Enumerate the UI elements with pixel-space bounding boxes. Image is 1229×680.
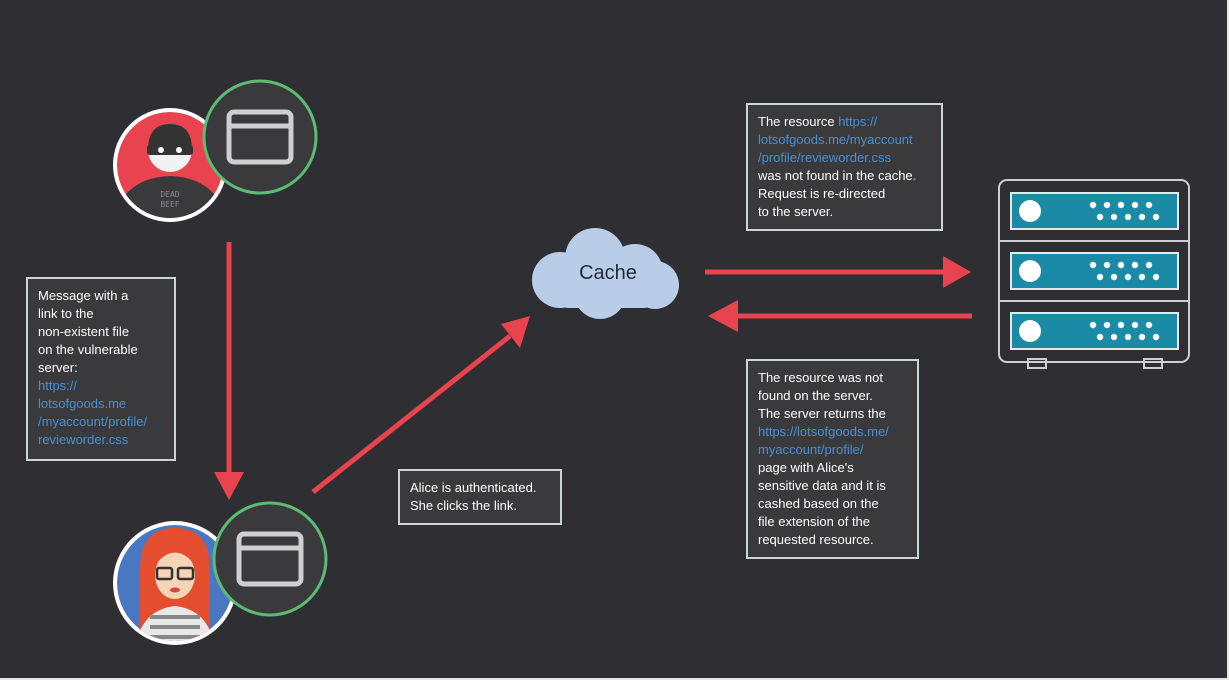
attacker-shirt-text-2: BEEF [160, 200, 179, 209]
arrow-attacker-to-alice [214, 242, 244, 500]
note-alice-text: Alice is authenticated. She clicks the l… [410, 480, 537, 513]
note-message-text: Message with a link to the non-existent … [38, 288, 138, 375]
note-cache-prefix: The resource [758, 114, 839, 129]
arrow-server-to-cache [708, 300, 972, 332]
note-server-url[interactable]: https://lotsofgoods.me/ myaccount/profil… [758, 424, 889, 457]
note-cache-miss: The resource https:// lotsofgoods.me/mya… [746, 103, 943, 231]
note-cache-suffix: was not found in the cache. Request is r… [758, 168, 917, 219]
arrow-alice-to-cache [311, 316, 530, 494]
note-message-url[interactable]: https:// lotsofgoods.me /myaccount/profi… [38, 378, 148, 447]
note-server-text-top: The resource was not found on the server… [758, 370, 886, 421]
server-icon [998, 179, 1190, 369]
note-alice-authenticated: Alice is authenticated. She clicks the l… [398, 469, 562, 525]
arrow-cache-to-server [705, 256, 971, 288]
note-message-link: Message with a link to the non-existent … [26, 277, 176, 461]
attacker-shirt-text-1: DEAD [160, 190, 179, 199]
note-server-text-bottom: page with Alice's sensitive data and it … [758, 460, 886, 547]
note-server-response: The resource was not found on the server… [746, 359, 919, 559]
alice-browser-icon [212, 501, 328, 617]
note-cache-url[interactable]: https:// lotsofgoods.me/myaccount /profi… [758, 114, 913, 165]
attacker-browser-icon [202, 79, 318, 195]
cache-label: Cache [579, 262, 637, 284]
alice-avatar [113, 521, 237, 645]
cache-cloud-icon [532, 228, 679, 319]
